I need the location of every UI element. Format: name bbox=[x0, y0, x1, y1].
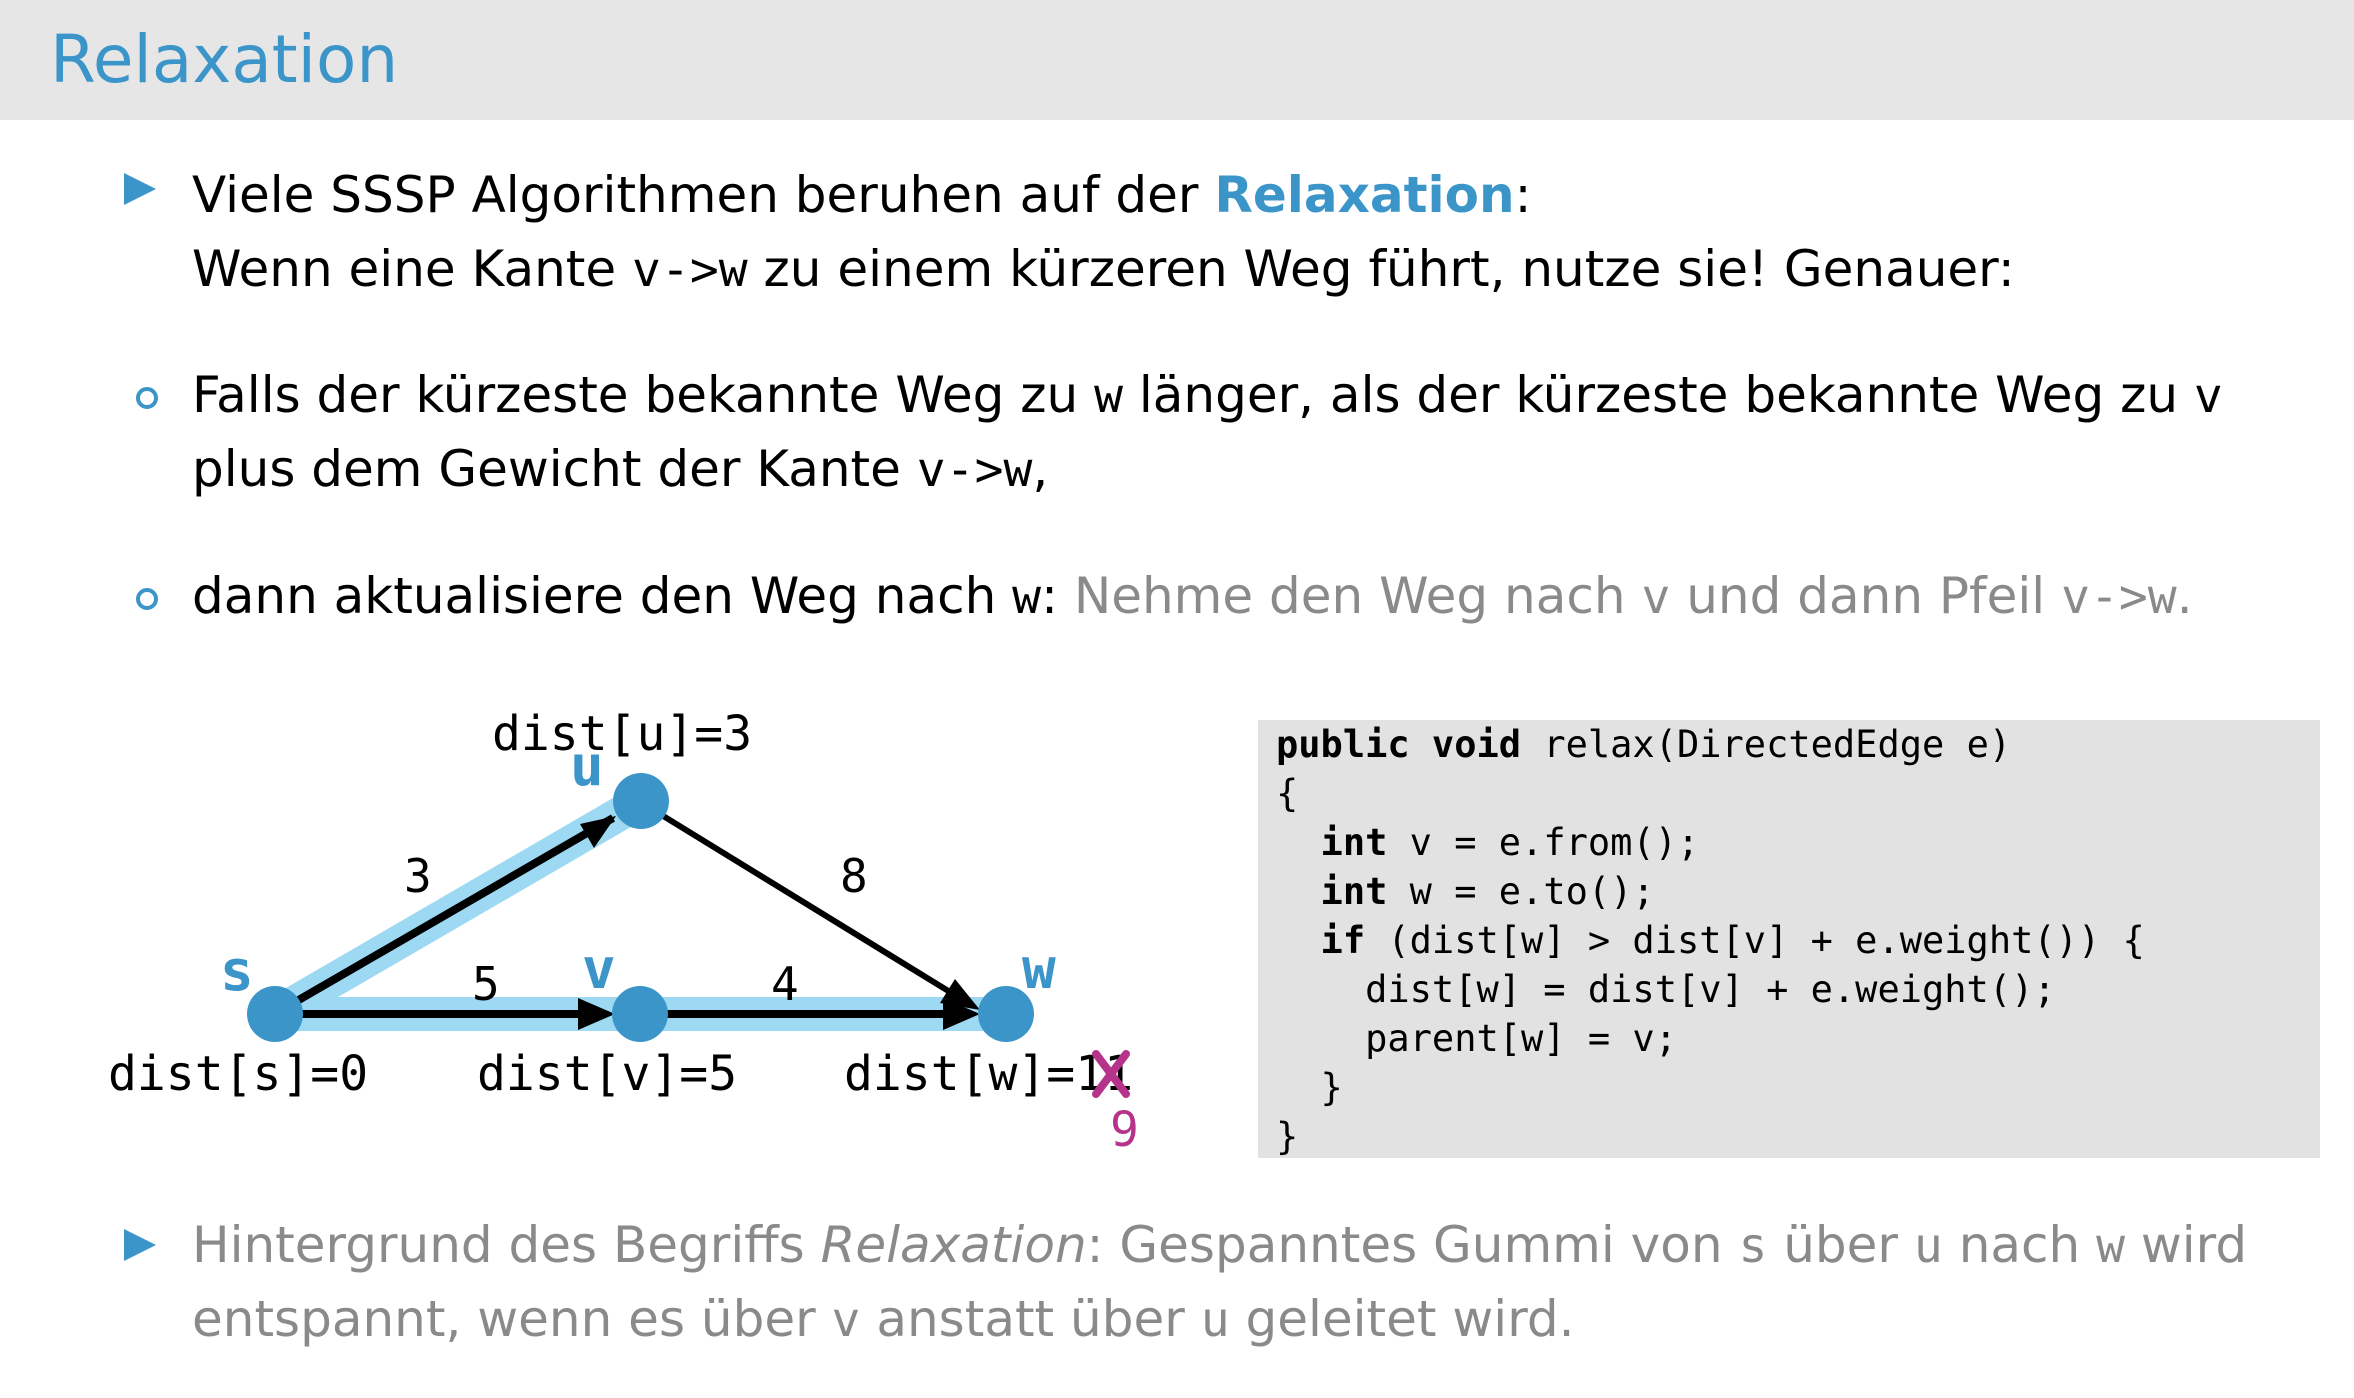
updated-dist-value: 9 bbox=[1110, 1102, 1139, 1158]
code-line: int v = e.from(); bbox=[1276, 818, 1700, 867]
bullet-relaxation-intro-line2: Wenn eine Kante v->w zu einem kürzeren W… bbox=[192, 232, 2015, 307]
code-text: w = e.to(); bbox=[1387, 870, 1655, 913]
text: geleitet wird. bbox=[1229, 1290, 1575, 1348]
italic-term: Relaxation bbox=[820, 1216, 1087, 1274]
code-line: public void relax(DirectedEdge e) bbox=[1276, 720, 2011, 769]
triangle-bullet-icon bbox=[124, 1229, 156, 1261]
code-line: if (dist[w] > dist[v] + e.weight()) { bbox=[1276, 916, 2145, 965]
text: . bbox=[2176, 567, 2193, 625]
code-term: w bbox=[1094, 368, 1123, 424]
code-term: v bbox=[831, 1292, 861, 1348]
highlight-path bbox=[258, 785, 1022, 1031]
node-s bbox=[247, 986, 303, 1042]
bullet-condition-line2: plus dem Gewicht der Kante v->w, bbox=[192, 432, 1048, 507]
text: : Gespanntes Gummi von bbox=[1086, 1216, 1739, 1274]
text: : bbox=[1514, 166, 1532, 224]
code-text: { bbox=[1276, 772, 1299, 815]
code-text: (dist[w] > dist[v] + e.weight()) { bbox=[1365, 919, 2145, 962]
edge-u-w bbox=[658, 811, 952, 995]
dist-label-u: dist[u]=3 bbox=[492, 706, 752, 762]
code-term: s bbox=[1738, 1218, 1768, 1274]
slide-title: Relaxation bbox=[50, 21, 399, 98]
title-bar bbox=[0, 0, 2354, 120]
node-label-s: s bbox=[220, 939, 254, 1004]
arrowhead bbox=[580, 816, 616, 848]
text: nach bbox=[1942, 1216, 2097, 1274]
code-term: v->w bbox=[632, 242, 748, 298]
text: entspannt, wenn es über bbox=[192, 1290, 832, 1348]
edge-weight-su: 3 bbox=[404, 849, 432, 903]
text: Falls der kürzeste bekannte Weg zu bbox=[192, 366, 1095, 424]
text: , bbox=[1032, 440, 1049, 498]
code-text: parent[w] = v; bbox=[1276, 1017, 1677, 1060]
code-term: u bbox=[1913, 1218, 1943, 1274]
node-label-w: w bbox=[1022, 937, 1056, 1002]
code-line: } bbox=[1276, 1112, 1298, 1161]
arrowhead bbox=[578, 998, 615, 1030]
code-term: v bbox=[2193, 368, 2223, 424]
edge-s-u bbox=[287, 814, 616, 1009]
cross-out-mark bbox=[1092, 1050, 1130, 1098]
code-term: w bbox=[1012, 569, 1042, 625]
dist-label-w: dist[w]=11 bbox=[844, 1046, 1133, 1102]
dist-label-w-prefix: dist[w]=1 bbox=[844, 1046, 1104, 1102]
circle-bullet-icon bbox=[136, 588, 158, 610]
code-keyword: public void bbox=[1276, 723, 1522, 766]
node-label-v: v bbox=[582, 937, 616, 1002]
text: länger, als der kürzeste bekannte Weg zu bbox=[1122, 366, 2194, 424]
bullet-update: dann aktualisiere den Weg nach w: Nehme … bbox=[192, 559, 2193, 634]
code-text: } bbox=[1276, 1066, 1343, 1109]
code-line: int w = e.to(); bbox=[1276, 867, 1655, 916]
bullet-condition: Falls der kürzeste bekannte Weg zu w län… bbox=[192, 358, 2223, 433]
triangle-bullet-icon bbox=[124, 173, 156, 205]
bullet-background-line2: entspannt, wenn es über v anstatt über u… bbox=[192, 1282, 1575, 1357]
code-text: dist[w] = dist[v] + e.weight(); bbox=[1276, 968, 2056, 1011]
code-text: } bbox=[1276, 1115, 1299, 1158]
text: Viele SSSP Algorithmen beruhen auf der bbox=[192, 166, 1215, 224]
code-block: public void relax(DirectedEdge e) { int … bbox=[1258, 720, 2320, 1158]
text: zu einem kürzeren Weg führt, nutze sie! … bbox=[747, 240, 2015, 298]
arrowhead bbox=[943, 998, 980, 1030]
edge-weight-vw: 4 bbox=[771, 957, 799, 1011]
dist-label-v: dist[v]=5 bbox=[477, 1046, 737, 1102]
relaxation-graph: s u v w 3 8 5 4 dist[u]=3 dist[s]=0 dist… bbox=[108, 706, 1139, 1158]
edge-weight-sv: 5 bbox=[472, 957, 500, 1011]
text: über bbox=[1767, 1216, 1914, 1274]
edge-weight-uw: 8 bbox=[840, 849, 868, 903]
text: Hintergrund des Begriffs bbox=[192, 1216, 821, 1274]
code-keyword: if bbox=[1276, 919, 1366, 962]
text: Nehme den Weg nach bbox=[1073, 567, 1642, 625]
code-keyword: int bbox=[1276, 870, 1388, 913]
bullet-background: Hintergrund des Begriffs Relaxation: Ges… bbox=[192, 1208, 2247, 1283]
node-label-u: u bbox=[570, 734, 604, 799]
code-keyword: int bbox=[1276, 821, 1388, 864]
code-line: dist[w] = dist[v] + e.weight(); bbox=[1276, 965, 2056, 1014]
highlight-term: Relaxation bbox=[1214, 166, 1515, 224]
circle-bullet-icon bbox=[136, 387, 158, 409]
text: Wenn eine Kante bbox=[192, 240, 633, 298]
node-u bbox=[613, 773, 669, 829]
node-v bbox=[612, 986, 668, 1042]
text: dann aktualisiere den Weg nach bbox=[192, 567, 1013, 625]
text: und dann Pfeil bbox=[1670, 567, 2062, 625]
text: anstatt über bbox=[860, 1290, 1201, 1348]
text: plus dem Gewicht der Kante bbox=[192, 440, 917, 498]
text: : bbox=[1041, 567, 1074, 625]
code-text: relax(DirectedEdge e) bbox=[1521, 723, 2012, 766]
code-line: parent[w] = v; bbox=[1276, 1014, 1677, 1063]
node-w bbox=[978, 986, 1034, 1042]
code-line: } bbox=[1276, 1063, 1343, 1112]
bullet-relaxation-intro: Viele SSSP Algorithmen beruhen auf der R… bbox=[192, 158, 1531, 232]
text: wird bbox=[2125, 1216, 2248, 1274]
dist-label-s: dist[s]=0 bbox=[108, 1046, 368, 1102]
code-line: { bbox=[1276, 769, 1298, 818]
code-text: v = e.from(); bbox=[1387, 821, 1700, 864]
code-term: u bbox=[1200, 1292, 1230, 1348]
code-term: v->w bbox=[916, 442, 1033, 498]
code-term: v->w bbox=[2061, 569, 2177, 625]
code-term: v bbox=[1641, 569, 1671, 625]
code-term: w bbox=[2096, 1218, 2125, 1274]
